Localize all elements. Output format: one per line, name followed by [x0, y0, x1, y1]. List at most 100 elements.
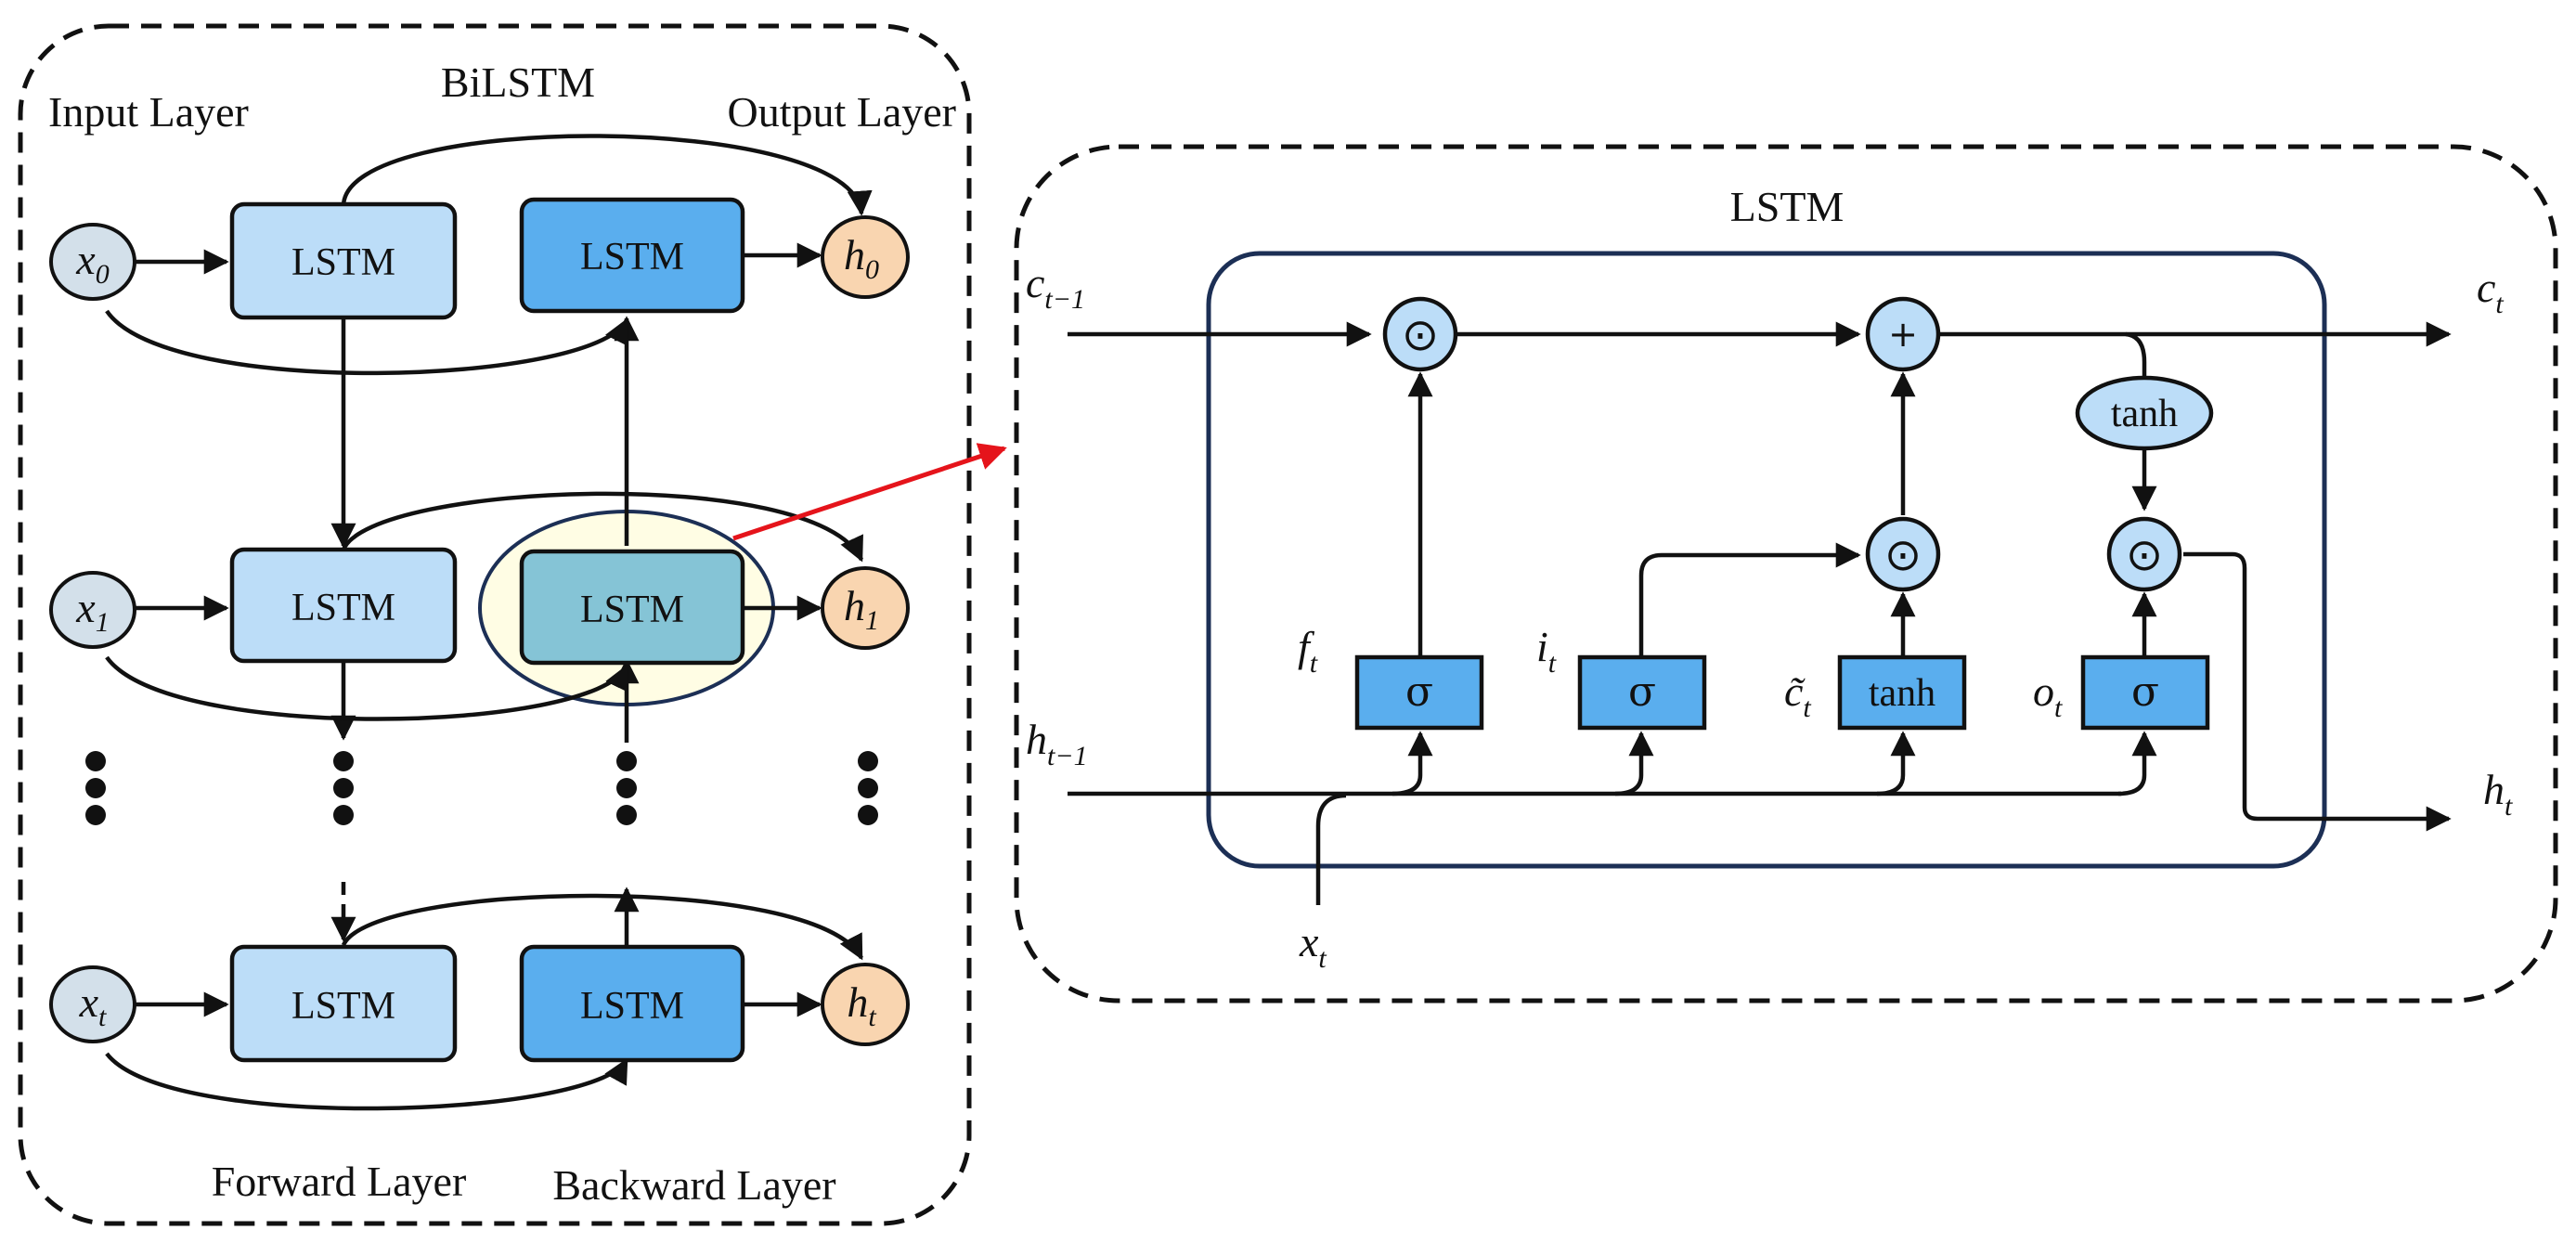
- h0-symbol: h: [844, 231, 865, 278]
- svg-text:xt: xt: [79, 978, 107, 1032]
- svg-text:ht: ht: [847, 978, 876, 1032]
- ellipsis-dots: [85, 751, 878, 825]
- forget-gate-box: [1354, 654, 1484, 731]
- output-mult-symbol: ⊙: [2126, 529, 2163, 581]
- backward-cell-t: [519, 944, 745, 1063]
- forget-mult-symbol: ⊙: [1402, 309, 1439, 361]
- candidate-gate-box: [1837, 654, 1967, 731]
- xt-to-backward-arc: [105, 1052, 628, 1111]
- backward-cell-0: [519, 197, 745, 314]
- lstm-title: LSTM: [1730, 183, 1845, 230]
- ht-subscript: t: [868, 1002, 876, 1032]
- h1-symbol: h: [844, 582, 865, 629]
- input-node-x1: [49, 571, 136, 649]
- lstm-cell-boundary: [1206, 251, 2327, 869]
- input-node-xt: [49, 965, 136, 1043]
- h-out-subscript: t: [2505, 791, 2513, 822]
- forward-cell-0: [229, 201, 458, 320]
- input-layer-label: Input Layer: [48, 88, 249, 136]
- svg-text:ct−1: ct−1: [1026, 259, 1085, 315]
- bus-to-forget-gate: [1392, 731, 1433, 796]
- x1-to-backward-arc: [105, 655, 629, 721]
- output-node-h0: [821, 215, 910, 299]
- bilstm-frame: [18, 23, 972, 1226]
- svg-text:ht: ht: [2483, 766, 2513, 822]
- output-node-ht: [821, 963, 910, 1046]
- svg-text:x1: x1: [75, 584, 109, 638]
- xt-subscript: t: [98, 1002, 107, 1032]
- backward-cell-0-label: LSTM: [580, 236, 684, 278]
- svg-text:ct: ct: [2477, 264, 2504, 319]
- svg-text:xt: xt: [1299, 918, 1327, 974]
- bus-to-candidate: [1876, 731, 1916, 796]
- x-in-subscript: t: [1318, 943, 1327, 974]
- svg-text:h1: h1: [844, 582, 879, 636]
- xt-input-line: [1315, 793, 1347, 905]
- bus-to-input-gate: [1614, 731, 1654, 796]
- forget-gate-fn: σ: [1405, 668, 1433, 716]
- x1-symbol: x: [75, 584, 96, 631]
- forward-cell-1-label: LSTM: [291, 587, 395, 629]
- backward-cell-t-label: LSTM: [580, 985, 684, 1028]
- output-layer-label: Output Layer: [727, 88, 956, 136]
- bus-to-output-gate: [2117, 731, 2157, 796]
- svg-text:x0: x0: [75, 236, 109, 290]
- h0-subscript: 0: [865, 254, 879, 285]
- input-mult-op: [1865, 516, 1941, 592]
- h-prev-subscript: t−1: [1047, 741, 1088, 771]
- x0-to-backward-arc: [105, 309, 629, 376]
- forward-to-h1-arc: [341, 491, 864, 563]
- cell-tanh-op: [2075, 375, 2214, 451]
- forward-to-ht-arc: [341, 893, 863, 961]
- svg-text:ft: ft: [1298, 623, 1318, 679]
- add-op: [1865, 296, 1941, 372]
- input-mult-symbol: ⊙: [1884, 529, 1922, 581]
- h-out-symbol: h: [2483, 766, 2505, 813]
- bilstm-title: BiLSTM: [441, 58, 595, 106]
- output-gate-box: [2080, 654, 2210, 731]
- output-mult-op: [2106, 516, 2182, 592]
- forward-layer-label: Forward Layer: [212, 1158, 467, 1205]
- add-symbol: +: [1888, 314, 1918, 355]
- forward-cell-t-label: LSTM: [291, 985, 395, 1028]
- output-gate-symbol: o: [2033, 667, 2054, 715]
- input-gate-subscript: t: [1548, 648, 1557, 679]
- c-prev-subscript: t−1: [1044, 284, 1085, 315]
- backward-layer-label: Backward Layer: [552, 1161, 835, 1209]
- cell-tanh-label: tanh: [2111, 393, 2178, 435]
- svg-text:c̃t: c̃t: [1784, 667, 1811, 723]
- input-gate-symbol: i: [1536, 623, 1548, 670]
- backward-cell-1-label: LSTM: [580, 589, 684, 631]
- forward-cell-t: [229, 944, 458, 1063]
- ht-symbol: h: [847, 978, 868, 1026]
- svg-text:h0: h0: [844, 231, 879, 285]
- x-in-symbol: x: [1299, 918, 1319, 965]
- zoom-link-arrow: [732, 443, 1007, 541]
- bilstm-panel: BiLSTM Input Layer Output Layer Forward …: [18, 23, 972, 1226]
- forward-to-h0-arc: [341, 134, 873, 216]
- bilstm-row-t: xt LSTM LSTM ht: [49, 893, 910, 1111]
- bilstm-row-1: x1 LSTM LSTM h1: [49, 491, 910, 721]
- x0-symbol: x: [75, 236, 96, 283]
- input-gate-box: [1577, 654, 1707, 731]
- xt-symbol: x: [79, 978, 99, 1026]
- input-node-x0: [49, 223, 136, 301]
- forward-cell-1: [229, 547, 458, 664]
- lstm-panel: LSTM ⊙ + ⊙ ⊙ tanh: [1014, 144, 2558, 1003]
- forget-gate-subscript: t: [1310, 648, 1318, 679]
- input-gate-to-mult: [1638, 542, 1861, 657]
- output-gate-subscript: t: [2054, 693, 2063, 723]
- forward-cell-0-label: LSTM: [291, 241, 395, 284]
- output-node-h1: [821, 566, 910, 650]
- candidate-subscript: t: [1803, 693, 1811, 723]
- input-gate-fn: σ: [1628, 668, 1656, 716]
- x1-subscript: 1: [96, 607, 110, 638]
- output-mult-to-hidden: [2183, 551, 2452, 832]
- output-gate-fn: σ: [2131, 668, 2159, 716]
- backward-cell-1-highlighted: [519, 549, 745, 666]
- cell-to-tanh: [2125, 331, 2147, 376]
- candidate-gate-fn: tanh: [1869, 672, 1935, 715]
- h-prev-symbol: h: [1026, 716, 1047, 763]
- svg-text:it: it: [1536, 623, 1557, 679]
